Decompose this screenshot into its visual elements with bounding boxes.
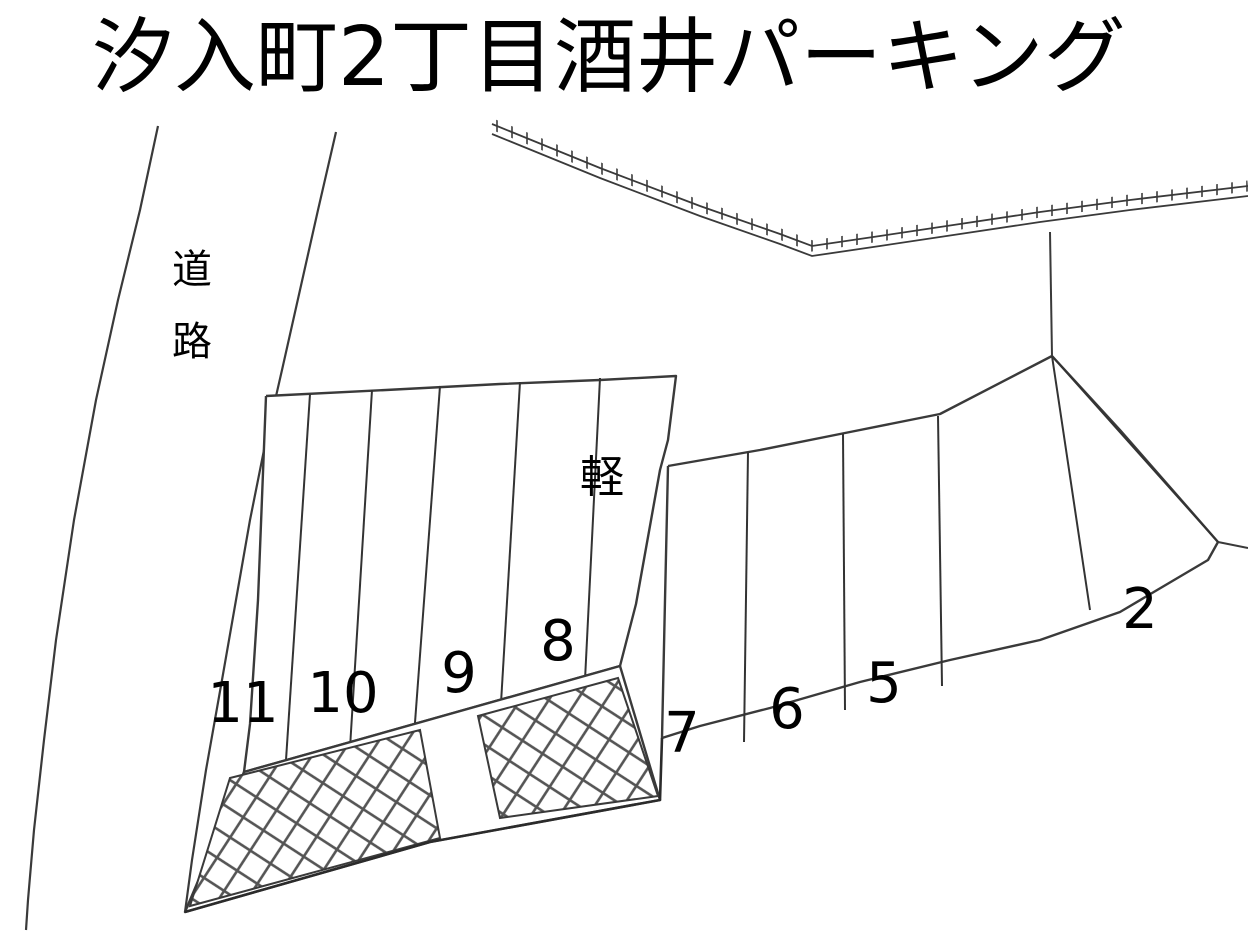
stall-divider-0 — [743, 451, 749, 743]
stall-label-2: 2 — [1122, 577, 1158, 642]
stall-label-9: 9 — [441, 641, 477, 706]
crosshatch-region-east — [476, 676, 660, 820]
right-block-stall-dividers — [743, 415, 943, 743]
stall-label-6: 6 — [769, 677, 805, 742]
east-notch-line — [1217, 541, 1248, 549]
crosshatch-region-west — [188, 728, 442, 908]
upper-block-stall-dividers — [285, 377, 601, 761]
road-edge-outer-line — [24, 125, 160, 931]
page-title: 汐入町2丁目酒井パーキング — [92, 10, 1126, 105]
upper-block-outline — [242, 374, 678, 774]
top-fence-boundary — [489, 118, 1248, 257]
stall-divider-4 — [583, 377, 601, 701]
east-wedge-lines — [1051, 355, 1219, 611]
stall-label-5: 5 — [866, 651, 902, 716]
hatched-apron-area — [183, 664, 664, 914]
stall-divider-1 — [842, 433, 846, 711]
upper-parking-block — [242, 374, 678, 774]
road-label-char-1: 道 — [172, 247, 212, 293]
fence-hatch-band — [489, 118, 1248, 252]
stall-divider-2 — [937, 415, 943, 687]
wedge-line-1 — [1051, 355, 1219, 543]
wedge-line-0 — [1051, 355, 1091, 611]
road-edge-inner-line — [183, 131, 338, 913]
road-label-char-2: 路 — [172, 319, 212, 365]
stall-divider-3 — [499, 381, 521, 721]
kei-stall-label: 軽 — [580, 452, 624, 503]
stall-label-11: 11 — [207, 671, 278, 736]
fence-inner-line — [491, 133, 1248, 257]
stall-divider-1 — [349, 389, 373, 749]
stall-divider-2 — [413, 385, 441, 737]
south-boundary-line — [184, 737, 664, 914]
stall-label-10: 10 — [307, 661, 378, 726]
stall-label-8: 8 — [540, 609, 576, 674]
stall-divider-0 — [285, 393, 311, 761]
north-boundary-drop-line — [1049, 231, 1053, 357]
stall-label-7: 7 — [664, 701, 700, 766]
fence-outer-line — [491, 123, 1248, 247]
right-parking-block — [660, 231, 1248, 743]
